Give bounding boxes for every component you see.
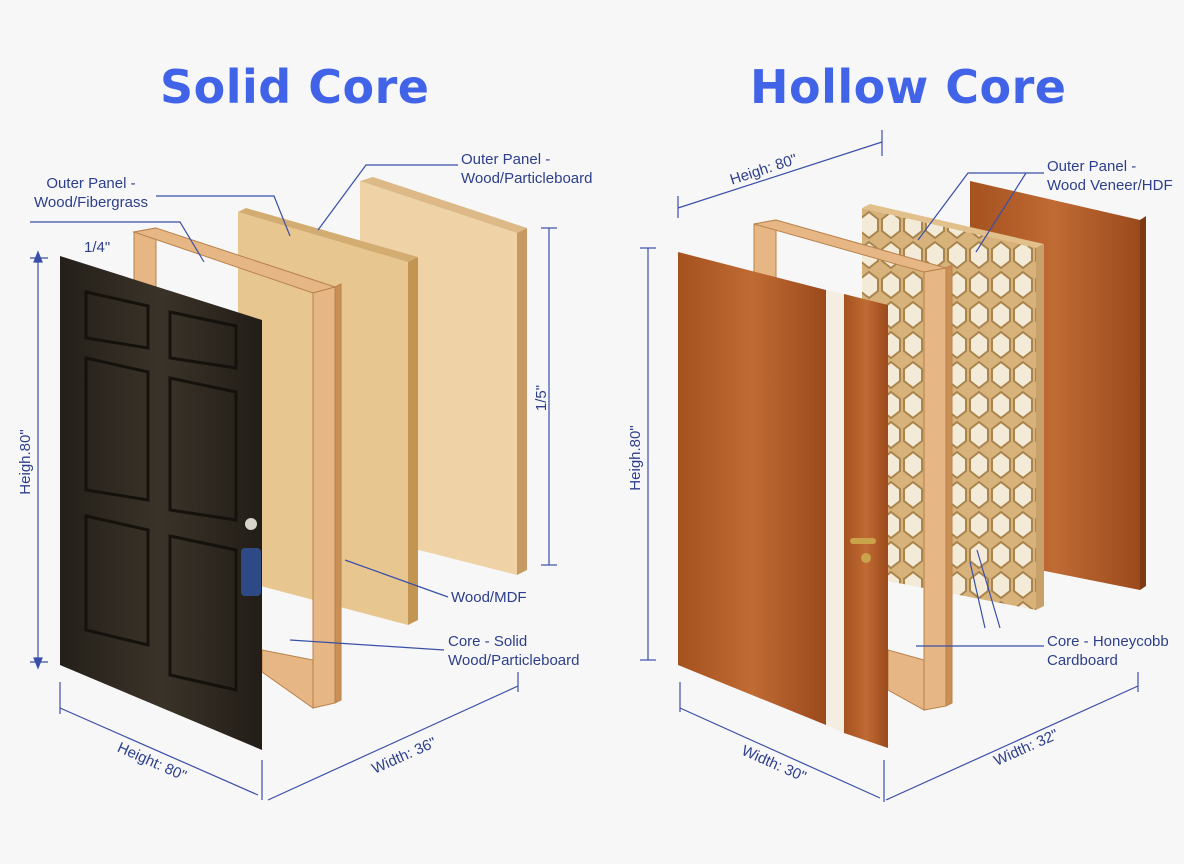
hollow-width-left-label: Width: 30" <box>739 742 809 785</box>
solid-width-bottom-label: Width: 36" <box>369 734 439 777</box>
solid-dimension-lines <box>30 227 557 801</box>
hollow-outer-panel-label: Outer Panel - Wood Veneer/HDF <box>1047 158 1173 194</box>
solid-thickness-small-label: 1/4" <box>84 239 111 256</box>
hollow-core-label: Core - Honeycobb Cardboard <box>1047 633 1169 669</box>
hollow-dimension-lines <box>640 130 1139 802</box>
hollow-honeycomb-core <box>862 204 1044 610</box>
solid-height-bottom-label: Height: 80" <box>115 739 189 785</box>
solid-core-label: Core - Solid Wood/Particleboard <box>448 633 580 669</box>
hollow-height-top-label: Heigh: 80" <box>728 151 799 189</box>
solid-front-door <box>60 256 262 750</box>
solid-height-side-label: Heigh.80" <box>17 429 34 494</box>
hollow-core-title: Hollow Core <box>750 60 1067 114</box>
hollow-front-door <box>678 252 888 748</box>
solid-leader-lines <box>30 164 458 651</box>
solid-frame-material-label: Wood/MDF <box>451 589 527 606</box>
hollow-height-side-label: Heigh.80" <box>627 425 644 490</box>
solid-core-title: Solid Core <box>160 60 430 114</box>
hollow-leader-lines <box>916 172 1044 647</box>
solid-outer-panel-left-label: Outer Panel - Wood/Fibergrass <box>34 175 148 211</box>
solid-thickness-large-label: 1/5" <box>533 385 550 411</box>
solid-outer-panel-right-label: Outer Panel - Wood/Particleboard <box>461 151 593 187</box>
